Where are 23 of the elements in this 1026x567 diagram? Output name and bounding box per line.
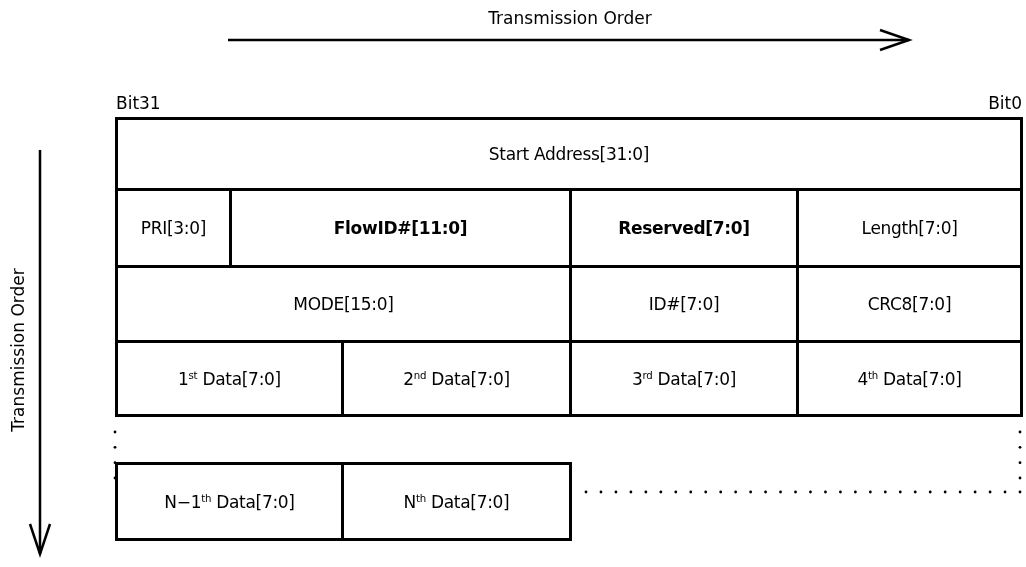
field-cell xyxy=(115,462,344,541)
field-label: Length[7:0] xyxy=(861,218,958,238)
field-label: Reserved[7:0] xyxy=(618,218,750,238)
field-cell xyxy=(115,117,1023,191)
field-label: N$^{th}$ Data[7:0] xyxy=(403,491,510,512)
field-label: 3$^{rd}$ Data[7:0] xyxy=(631,368,736,389)
field-label: ID#[7:0] xyxy=(648,294,720,314)
direction-label: Transmission Order xyxy=(8,268,28,432)
bit-label: Bit0 xyxy=(988,93,1022,113)
field-label: 1$^{st}$ Data[7:0] xyxy=(178,368,281,389)
field-cell xyxy=(115,340,344,417)
direction-label: Transmission Order xyxy=(488,8,652,28)
field-cell xyxy=(796,340,1023,417)
field-label: 2$^{nd}$ Data[7:0] xyxy=(403,368,510,389)
bit-label: Bit31 xyxy=(116,93,161,113)
field-label: FlowID#[11:0] xyxy=(333,218,468,238)
field-label: PRI[3:0] xyxy=(140,218,207,238)
field-label: N−1$^{th}$ Data[7:0] xyxy=(164,491,295,512)
field-label: MODE[15:0] xyxy=(293,294,394,314)
field-cell xyxy=(341,462,572,541)
field-label: CRC8[7:0] xyxy=(867,294,952,314)
field-label: Start Address[31:0] xyxy=(488,144,650,164)
field-label: 4$^{th}$ Data[7:0] xyxy=(857,368,962,389)
